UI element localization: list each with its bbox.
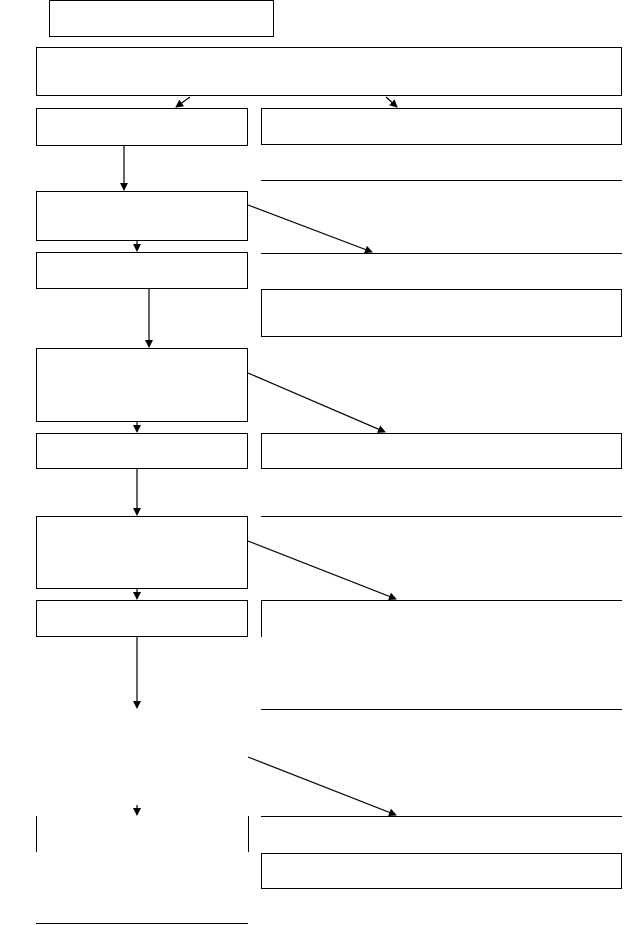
arrow-header-to-right — [385, 96, 398, 108]
left-step-6-box — [36, 516, 248, 589]
left-rule-8b — [248, 816, 249, 852]
left-step-4-box — [36, 348, 248, 422]
left-step-2-box — [36, 191, 248, 241]
right-rule-8 — [261, 709, 622, 710]
right-rule-2 — [261, 180, 622, 181]
arrow-header-to-left — [175, 96, 191, 108]
right-step-5-box — [261, 433, 622, 469]
left-step-3-box — [36, 252, 248, 289]
left-rule-8 — [36, 816, 37, 852]
arrow-left4-to-right5 — [247, 372, 386, 433]
header-box — [36, 47, 622, 96]
right-step-1-box — [261, 108, 622, 145]
right-rule-6 — [261, 516, 622, 517]
arrow-left6-to-right7 — [247, 540, 397, 601]
right-rule-3 — [261, 253, 622, 254]
arrow-left2-to-right3 — [247, 204, 373, 254]
right-rule-7 — [261, 600, 622, 601]
left-step-1-box — [36, 108, 248, 146]
right-step-final-box — [261, 853, 622, 889]
arrow-left8-to-right9 — [247, 756, 397, 817]
left-step-5-box — [36, 433, 248, 469]
left-rule-bottom — [36, 923, 248, 924]
left-step-7-box — [36, 600, 248, 637]
right-step-3-box — [261, 289, 622, 337]
title-box — [49, 0, 274, 37]
right-rule-9 — [261, 816, 622, 817]
right-rule-7-left — [261, 600, 262, 637]
